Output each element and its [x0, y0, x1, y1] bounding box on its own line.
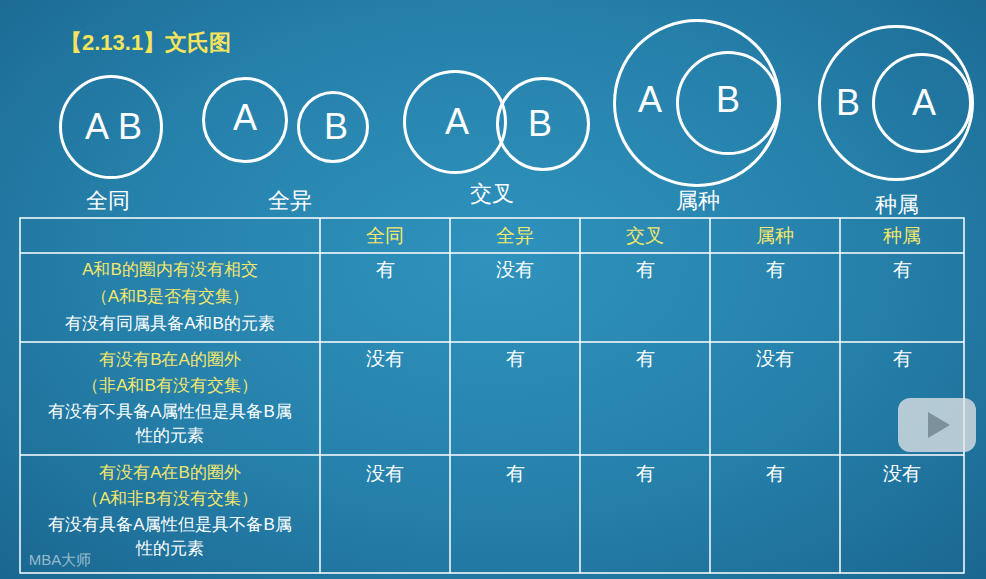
table-cell: 有: [330, 257, 440, 284]
venn-circle: AB: [818, 25, 974, 181]
relation-name: 种属: [852, 190, 942, 221]
set-letter: B: [528, 106, 552, 142]
relation-name: 全同: [63, 186, 153, 217]
table-cell: 有: [720, 461, 830, 488]
row-header: 有没有不具备A属性但是具备B属性的元素: [45, 400, 295, 448]
circle-line: [615, 21, 780, 186]
circle-line: [299, 93, 368, 162]
row-header: 有没有同属具备A和B的元素: [45, 312, 295, 336]
circle-line: [678, 53, 779, 154]
table-cell: 没有: [720, 346, 830, 373]
row-header: （A和非B有没有交集）: [25, 487, 315, 511]
circle-line: [498, 79, 589, 170]
table-lines: [20, 218, 964, 573]
venn-circle: A: [403, 70, 507, 174]
set-letter: B: [836, 85, 860, 121]
table-cell: 没有: [330, 346, 440, 373]
set-letter: A: [85, 109, 109, 145]
set-letter: A: [233, 100, 257, 136]
table-cell: 有: [590, 346, 700, 373]
table-cell: 有: [720, 257, 830, 284]
circle-line: [61, 77, 162, 178]
watermark: MBA大师: [22, 549, 98, 570]
table-cell: 没有: [847, 461, 957, 488]
venn-circle: AB: [59, 75, 163, 179]
table-cell: 有: [590, 257, 700, 284]
row-header: A和B的圈内有没有相交: [25, 258, 315, 282]
title: 【2.13.1】文氏图: [60, 28, 231, 59]
relation-name: 全异: [245, 186, 335, 217]
venn-circle: BA: [613, 19, 781, 187]
table-cell: 没有: [330, 461, 440, 488]
set-letter: A: [638, 82, 662, 118]
set-letter: B: [716, 82, 740, 118]
venn-circle: B: [496, 77, 590, 171]
circle-line: [820, 27, 973, 180]
circle-line: [874, 55, 971, 152]
venn-circle: A: [202, 77, 288, 163]
venn-circle: A: [872, 53, 972, 153]
table-cell: 有: [460, 461, 570, 488]
set-letter: B: [118, 109, 142, 145]
set-letter: A: [445, 104, 469, 140]
play-icon: [898, 398, 976, 452]
table-cell: 有: [590, 461, 700, 488]
column-header: 全同: [330, 223, 440, 250]
relation-name: 属种: [653, 186, 743, 217]
row-header: （A和B是否有交集）: [25, 285, 315, 309]
column-header: 全异: [460, 223, 570, 250]
relation-name: 交叉: [447, 179, 537, 210]
table-cell: 没有: [460, 257, 570, 284]
circle-line: [204, 79, 287, 162]
row-header: 有没有A在B的圈外: [25, 461, 315, 485]
table-cell: 有: [460, 346, 570, 373]
venn-circle: B: [676, 51, 780, 155]
set-letter: A: [912, 85, 936, 121]
venn-circle: B: [297, 91, 369, 163]
column-header: 交叉: [590, 223, 700, 250]
circle-outline: [59, 75, 163, 179]
circle-line: [405, 72, 506, 173]
row-header: 有没有B在A的圈外: [25, 348, 315, 372]
row-header: （非A和B有没有交集）: [25, 374, 315, 398]
table-cell: 有: [847, 346, 957, 373]
column-header: 属种: [720, 223, 830, 250]
column-header: 种属: [847, 223, 957, 250]
set-letter: B: [324, 109, 348, 145]
table-cell: 有: [847, 257, 957, 284]
